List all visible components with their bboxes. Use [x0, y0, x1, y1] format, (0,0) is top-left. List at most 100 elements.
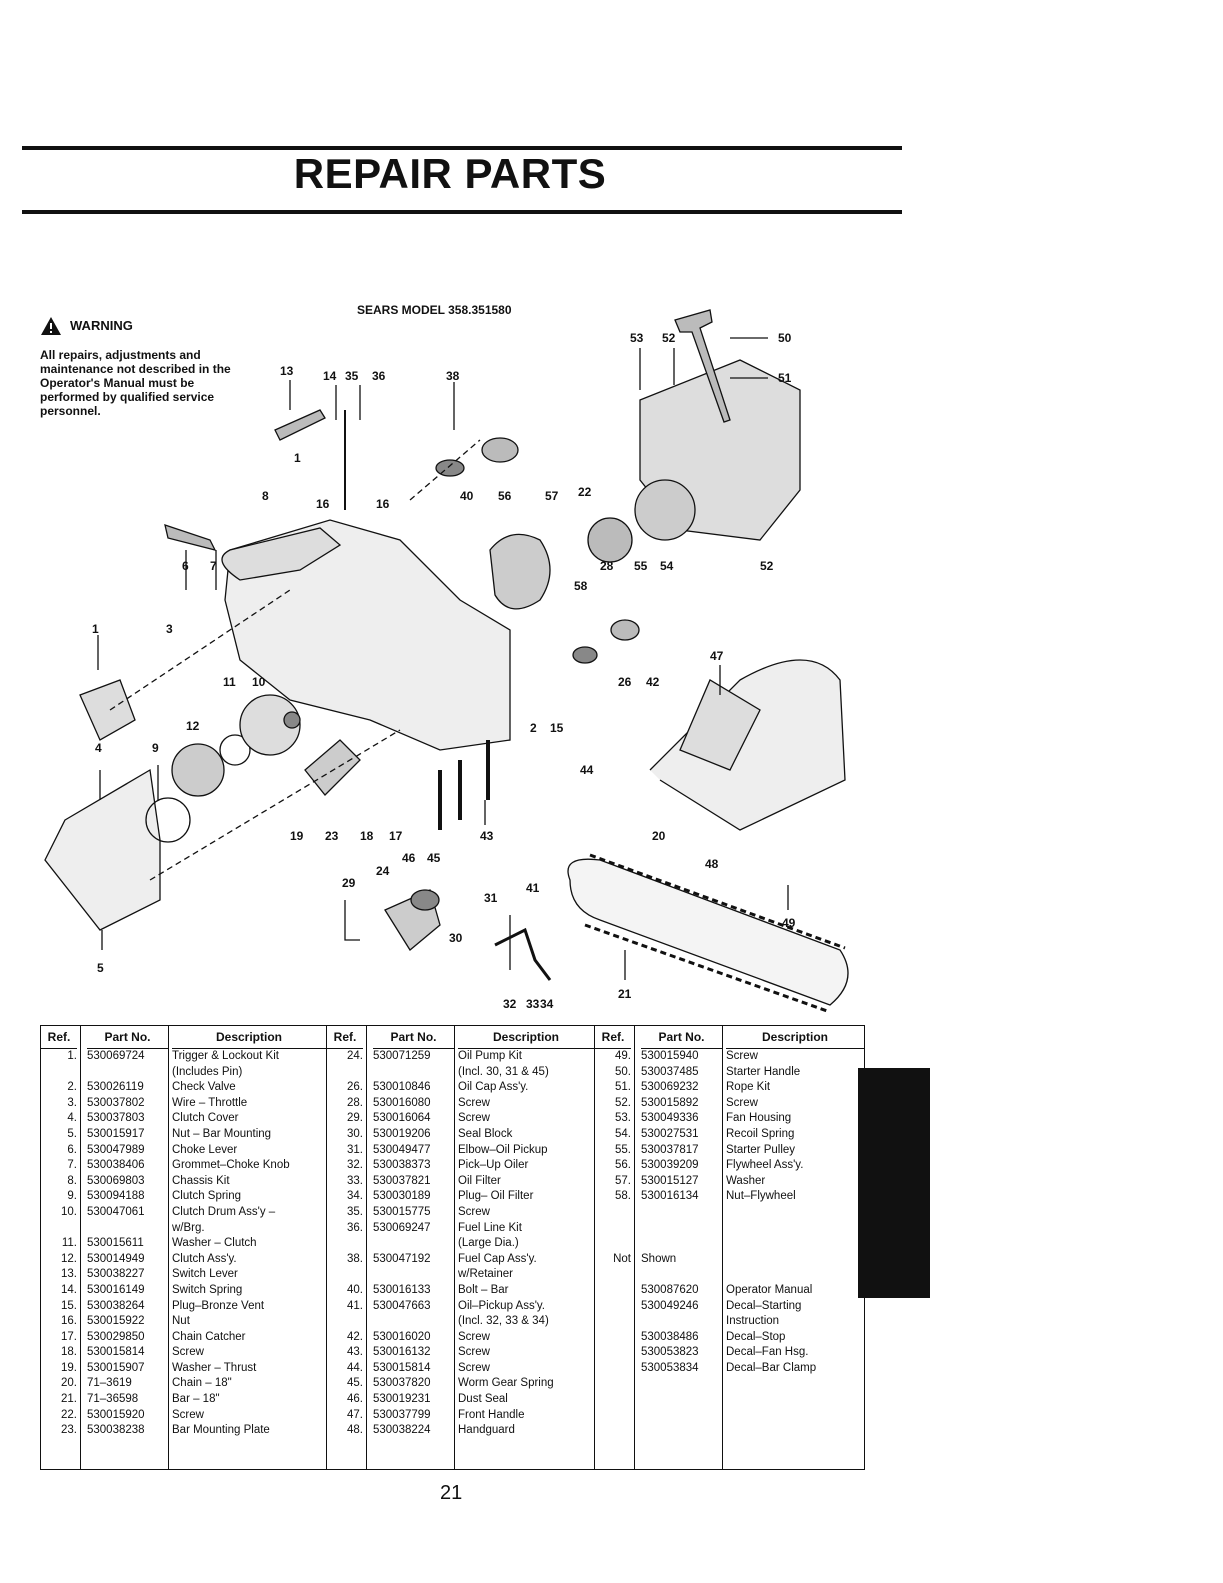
- table-cell-desc: Washer – Thrust: [172, 1361, 257, 1374]
- clutch-cover-part: [44, 768, 161, 931]
- table-cell-ref: 32.: [347, 1159, 363, 1172]
- diagram-callout: 29: [342, 876, 356, 890]
- parts-table-group-1: Ref.1.2.3.4.5.6.7.8.9.10.11.12.13.14.15.…: [41, 1026, 327, 1469]
- table-cell-ref: 53.: [615, 1112, 631, 1125]
- table-cell-desc: Handguard: [458, 1424, 515, 1437]
- switch-lever-part: [274, 409, 326, 441]
- rear-handle: [221, 527, 342, 581]
- table-cell-ref: 44.: [347, 1361, 363, 1374]
- table-cell-part: 71–3619: [87, 1377, 132, 1390]
- table-cell-desc: Switch Lever: [172, 1268, 238, 1281]
- diagram-callout: 3: [166, 622, 173, 636]
- diagram-callout: 58: [574, 579, 588, 593]
- table-cell-ref: [595, 1345, 631, 1361]
- ref-column-3: Ref.49.50.51.52.53.54.55.56.57.58.Not: [595, 1026, 635, 1469]
- warning-triangle-icon: [41, 317, 61, 335]
- table-cell-desc: Clutch Spring: [172, 1190, 242, 1203]
- table-cell-part: [641, 1221, 722, 1237]
- table-cell-part: [373, 1267, 454, 1283]
- diagram-callout: 53: [630, 331, 644, 345]
- table-cell-part: 530015127: [641, 1174, 699, 1187]
- trigger-lockout-part: [79, 679, 136, 741]
- table-cell-ref: 19.: [61, 1361, 77, 1374]
- table-cell-ref: 8.: [67, 1174, 77, 1187]
- table-cell-desc: Check Valve: [172, 1081, 236, 1094]
- table-cell-desc: (Incl. 32, 33 & 34): [458, 1315, 549, 1328]
- table-cell-part: 530015907: [87, 1361, 145, 1374]
- table-cell-desc: Fan Housing: [726, 1112, 792, 1125]
- table-cell-part: 530015922: [87, 1315, 145, 1328]
- table-cell-desc: Wire – Throttle: [172, 1096, 248, 1109]
- table-cell-part: 530047989: [87, 1143, 145, 1156]
- table-header-part: Part No.: [87, 1026, 168, 1049]
- table-cell-ref: 43.: [347, 1346, 363, 1359]
- diagram-callout: 49: [782, 916, 796, 930]
- table-cell-desc: Screw: [458, 1112, 490, 1125]
- table-cell-part: 530026119: [87, 1081, 144, 1094]
- table-cell-part: 530016080: [373, 1096, 431, 1109]
- table-cell-part: 530016020: [373, 1330, 431, 1343]
- table-cell-ref: [327, 1065, 363, 1081]
- table-cell-desc: Dust Seal: [458, 1393, 508, 1406]
- table-cell-ref: 16.: [61, 1315, 77, 1328]
- table-cell-desc: Switch Spring: [172, 1283, 243, 1296]
- table-cell-part: 530015892: [641, 1096, 699, 1109]
- table-cell-part: [87, 1065, 168, 1081]
- clutch-washer-part: [219, 734, 251, 766]
- diagram-callout: 12: [186, 719, 200, 733]
- table-cell-ref: 36.: [347, 1221, 363, 1234]
- table-cell-ref: [595, 1221, 631, 1237]
- diagram-callout: 36: [372, 369, 386, 383]
- table-cell-desc: Bolt – Bar: [458, 1283, 509, 1296]
- table-cell-desc: Screw: [726, 1050, 758, 1062]
- table-cell-part: 530019206: [373, 1127, 431, 1140]
- table-cell-ref: 45.: [347, 1377, 363, 1390]
- diagram-callout: 8: [262, 489, 269, 503]
- diagram-callout: 19: [290, 829, 304, 843]
- table-cell-ref: 29.: [347, 1112, 363, 1125]
- table-cell-part: [641, 1205, 722, 1221]
- table-cell-desc: Bar – 18": [172, 1393, 220, 1406]
- table-cell-ref: 58.: [615, 1190, 631, 1203]
- table-cell-part: 530015920: [87, 1408, 145, 1421]
- diagram-callout: 32: [503, 997, 517, 1011]
- table-cell-part: [87, 1221, 168, 1237]
- table-cell-desc: Chain – 18": [172, 1377, 232, 1390]
- diagram-callout: 51: [778, 371, 792, 385]
- diagram-callout: 9: [152, 741, 159, 755]
- table-cell-desc: Screw: [172, 1408, 204, 1421]
- table-cell-part: 530094188: [87, 1190, 145, 1203]
- table-cell-ref: 9.: [67, 1190, 77, 1203]
- table-cell-desc: Starter Pulley: [726, 1143, 796, 1156]
- table-cell-ref: [41, 1221, 77, 1237]
- table-cell-part: 530015917: [87, 1127, 145, 1140]
- table-cell-ref: 1.: [67, 1050, 77, 1062]
- table-cell-ref: 34.: [347, 1190, 363, 1203]
- table-cell-ref: 55.: [615, 1143, 631, 1156]
- table-cell-part: 530071259: [373, 1050, 431, 1062]
- table-header-part: Part No.: [641, 1026, 722, 1049]
- table-cell-ref: 38.: [347, 1252, 363, 1265]
- table-cell-ref: 26.: [347, 1081, 363, 1094]
- table-cell-part: 530037821: [373, 1174, 431, 1187]
- table-cell-part: 530039209: [641, 1159, 699, 1172]
- table-cell-ref: 4.: [67, 1112, 77, 1125]
- table-cell-desc: Screw: [458, 1346, 490, 1359]
- diagram-callout: 35: [345, 369, 359, 383]
- diagram-callout: 5: [97, 961, 104, 975]
- diagram-callout: 22: [578, 485, 592, 499]
- table-cell-part: [641, 1314, 722, 1330]
- warning-label: WARNING: [70, 318, 133, 333]
- table-cell-desc: Washer – Clutch: [172, 1237, 257, 1250]
- table-cell-ref: 18.: [61, 1346, 77, 1359]
- diagram-callout: 16: [376, 497, 390, 511]
- diagram-callout: 43: [480, 829, 494, 843]
- table-cell-ref: [595, 1330, 631, 1346]
- diagram-callout: 20: [652, 829, 666, 843]
- diagram-callout: 11: [223, 675, 236, 689]
- diagram-callout: 52: [760, 559, 774, 573]
